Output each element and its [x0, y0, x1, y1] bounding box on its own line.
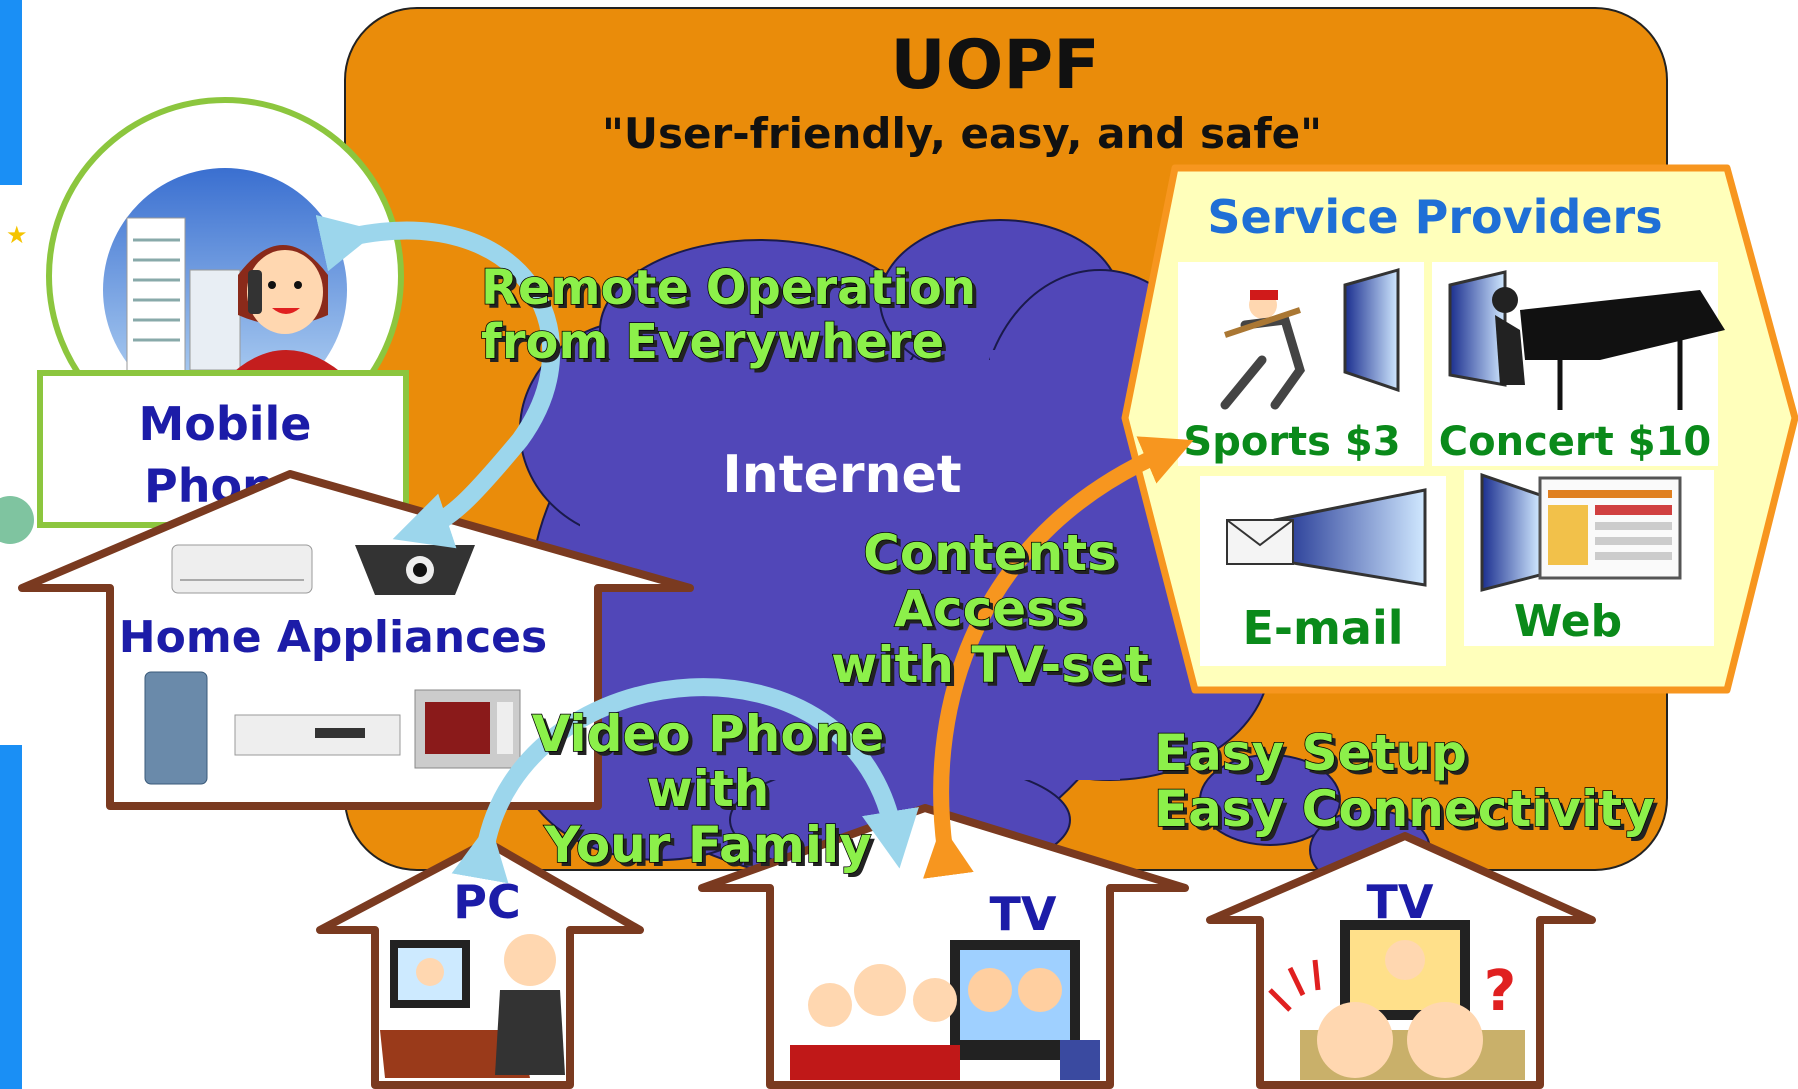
mobile-label-line1: Mobile	[138, 397, 311, 451]
web-browser-icon	[1480, 472, 1682, 592]
pc-user-icon	[380, 934, 565, 1078]
contents-access-arrow	[922, 436, 1194, 879]
house-tv-elderly: TV ?	[1206, 832, 1596, 1089]
svg-text:with TV-set: with TV-set	[831, 636, 1149, 694]
svg-text:Your Family: Your Family	[547, 820, 876, 878]
svg-text:Remote Operation: Remote Operation	[481, 260, 976, 316]
svg-text:Easy Setup: Easy Setup	[1154, 724, 1467, 782]
svg-text:from Everywhere: from Everywhere	[481, 314, 944, 370]
svg-text:Easy Connectivity: Easy Connectivity	[1154, 780, 1655, 838]
web-label: Web	[1514, 596, 1622, 647]
baseball-player-icon	[1220, 268, 1400, 410]
internet-label: Internet	[722, 445, 961, 505]
sports-label: Sports $3	[1183, 419, 1400, 465]
family-watching-tv-icon	[790, 940, 1100, 1080]
service-providers-title: Service Providers	[1207, 190, 1662, 244]
security-camera-icon	[355, 545, 475, 595]
house-tv-label: TV	[990, 887, 1057, 941]
email-envelope-icon	[1226, 488, 1427, 587]
pianist-icon	[1448, 270, 1725, 410]
video-recorder-icon	[234, 714, 401, 756]
home-appliances-label: Home Appliances	[119, 612, 547, 663]
server-icon	[144, 671, 208, 785]
svg-text:Video Phone: Video Phone	[532, 705, 885, 763]
question-mark: ?	[1484, 959, 1516, 1024]
concert-label: Concert $10	[1439, 419, 1711, 465]
svg-text:with TV-set: with TV-set	[835, 640, 1153, 698]
page-subtitle: "User-friendly, easy, and safe"	[602, 109, 1322, 158]
air-conditioner-icon	[171, 544, 313, 594]
remote-operation-callout: Remote Operation Remote Operation from E…	[480, 259, 980, 374]
house-pc-label: PC	[453, 875, 520, 929]
easy-setup-callout: Easy Setup Easy Setup Easy Connectivity …	[1153, 723, 1659, 842]
svg-text:Video Phone: Video Phone	[536, 709, 889, 767]
svg-text:Access: Access	[898, 584, 1089, 642]
email-label: E-mail	[1242, 601, 1403, 655]
svg-text:Your Family: Your Family	[543, 816, 872, 874]
svg-text:Easy Connectivity: Easy Connectivity	[1158, 784, 1659, 842]
svg-text:with: with	[647, 760, 770, 818]
svg-text:with: with	[651, 764, 774, 822]
svg-text:Contents: Contents	[863, 524, 1117, 582]
svg-text:from Everywhere: from Everywhere	[485, 318, 948, 374]
microwave-icon	[414, 689, 521, 769]
service-providers-panel: Service Providers Sports $3 Concert $10 …	[1121, 164, 1798, 694]
house-pc: PC	[316, 838, 644, 1089]
left-edge-strip: ★	[0, 0, 34, 1089]
svg-text:★: ★	[6, 221, 28, 249]
svg-text:Easy Setup: Easy Setup	[1158, 728, 1471, 786]
page-title: UOPF	[890, 26, 1099, 105]
mobile-phone-group: Mobile Phone	[37, 97, 409, 528]
video-phone-arrow	[451, 678, 919, 884]
contents-access-callout: Contents Contents Access Access with TV-…	[830, 523, 1153, 698]
svg-text:Remote Operation: Remote Operation	[485, 264, 980, 320]
svg-text:Access: Access	[894, 580, 1085, 638]
svg-text:Contents: Contents	[867, 528, 1121, 586]
video-phone-callout: Video Phone Video Phone with with Your F…	[531, 704, 889, 878]
elderly-couple-tv-icon	[1268, 920, 1525, 1080]
remote-operation-arrow	[315, 214, 561, 549]
